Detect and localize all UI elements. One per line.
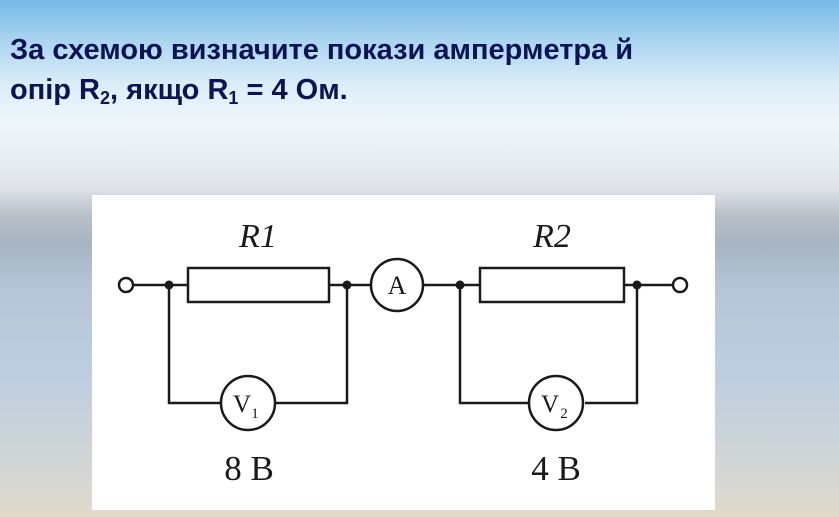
- wire-v1-right: [276, 285, 349, 405]
- circuit-panel: R1 R2 A V 1 V 2 8 В 4 В: [92, 195, 715, 510]
- r1-subscript: 1: [228, 88, 239, 108]
- question-line-2-suffix: = 4 Ом.: [238, 74, 348, 106]
- question-line-1: За схемою визначите покази амперметра й: [10, 34, 634, 66]
- circuit-diagram: R1 R2 A V 1 V 2 8 В 4 В: [117, 218, 689, 488]
- v1-subscript: 1: [251, 406, 259, 422]
- wire-v2-right: [585, 285, 639, 405]
- resistor-r1: [186, 266, 331, 304]
- v2-reading: 4 В: [531, 449, 581, 488]
- resistor-r2: [478, 266, 626, 304]
- wire-v2-left: [458, 285, 528, 405]
- question-line-2-mid: , якщо R: [110, 74, 229, 106]
- question-line-2-prefix: опір R: [10, 74, 101, 106]
- v2-subscript: 2: [560, 406, 568, 422]
- wire-v1-left: [167, 285, 221, 405]
- ammeter: [369, 257, 425, 313]
- v1-reading: 8 В: [224, 449, 274, 488]
- r1-label: R1: [238, 218, 277, 255]
- junction-dot: [455, 280, 465, 290]
- voltmeter-v2: [527, 374, 585, 432]
- terminal-right: [671, 276, 689, 294]
- junction-dot: [632, 280, 642, 290]
- ammeter-label: A: [388, 271, 407, 300]
- voltmeter-v1: [219, 374, 277, 432]
- r2-subscript: 2: [100, 88, 111, 108]
- v2-letter: V: [541, 391, 559, 418]
- v1-letter: V: [233, 391, 251, 418]
- junction-dot: [164, 280, 174, 290]
- junction-dot: [342, 280, 352, 290]
- terminal-left: [117, 276, 135, 294]
- question-text: За схемою визначите покази амперметра й …: [10, 30, 835, 110]
- r2-label: R2: [532, 218, 571, 255]
- question-line-2: опір R2, якщо R1 = 4 Ом.: [10, 70, 835, 110]
